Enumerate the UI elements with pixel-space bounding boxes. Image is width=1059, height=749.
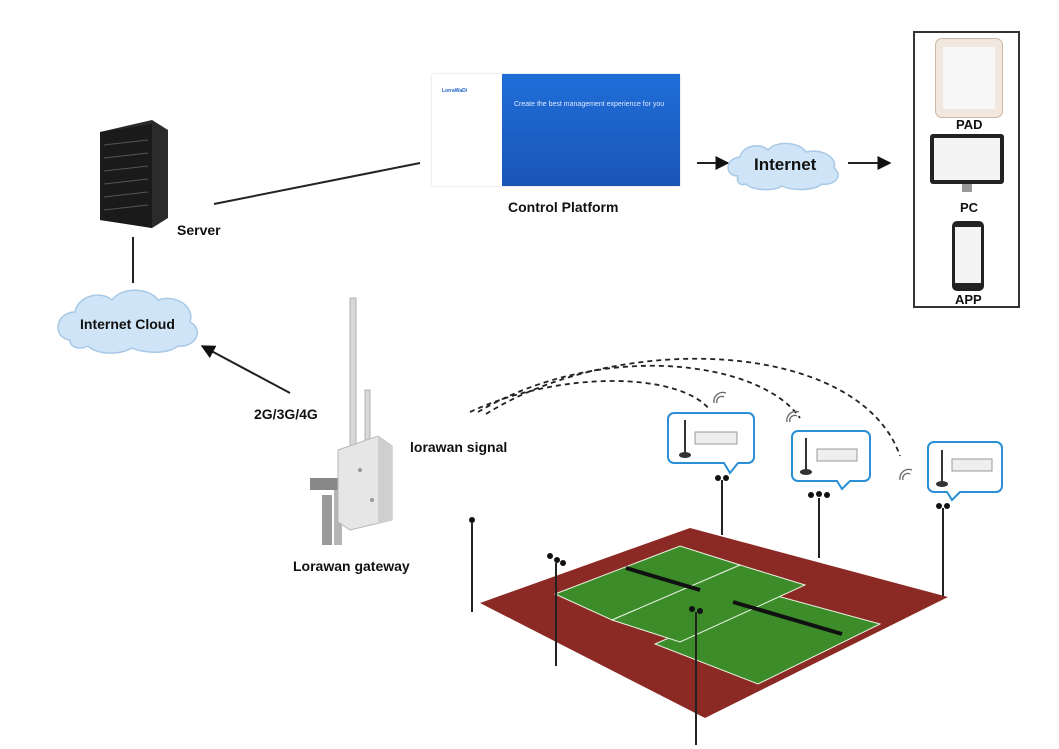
control-platform-label: Control Platform <box>508 199 619 215</box>
gateway-to-cloud-arrow <box>200 345 291 394</box>
app-label: APP <box>955 292 982 307</box>
pad-label: PAD <box>956 117 983 132</box>
sensor-bubble-1 <box>667 412 755 475</box>
platform-brand: LorraWaDi <box>442 88 468 94</box>
lorawan-gateway-label: Lorawan gateway <box>293 558 410 574</box>
light-poles <box>471 480 944 745</box>
pc-stand <box>962 184 972 192</box>
light-heads <box>469 475 950 614</box>
server-label: Server <box>177 222 221 238</box>
control-platform-screenshot: LorraWaDi Create the best management exp… <box>432 74 680 186</box>
internet-cloud-shape <box>57 289 199 354</box>
login-panel: LorraWaDi <box>432 74 502 186</box>
sensor-bubble-2 <box>791 430 871 491</box>
internet-cloud-right-shape <box>727 142 839 191</box>
wifi-icon <box>713 391 913 481</box>
client-devices-panel: PAD PC APP <box>913 31 1020 308</box>
server-icon <box>100 120 168 228</box>
phone-device-icon <box>952 221 984 291</box>
internet-cloud-label: Internet Cloud <box>80 316 175 332</box>
pc-label: PC <box>960 200 979 215</box>
platform-headline: Create the best management experience fo… <box>514 101 665 108</box>
server-to-platform-line <box>213 162 421 205</box>
tennis-court <box>480 528 948 718</box>
lorawan-gateway-icon <box>310 297 393 545</box>
lorawan-signal-label: lorawan signal <box>410 439 508 455</box>
internet-label: Internet <box>754 155 817 174</box>
pc-device-icon <box>930 134 1004 184</box>
sensor-bubble-3 <box>927 441 1003 502</box>
platform-banner: Create the best management experience fo… <box>502 74 680 186</box>
lorawan-signal-paths <box>469 357 901 457</box>
network-type-label: 2G/3G/4G <box>254 406 318 422</box>
pad-device-icon <box>935 38 1003 118</box>
